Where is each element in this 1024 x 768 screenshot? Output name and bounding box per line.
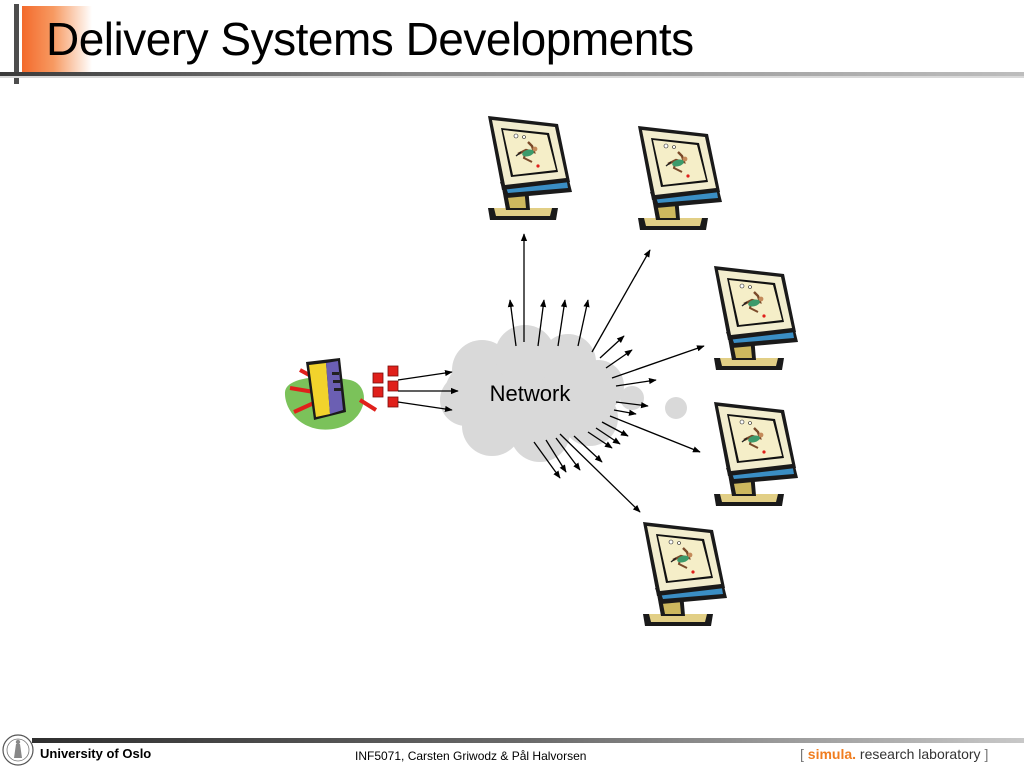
- footer-lab-dot: .: [852, 746, 857, 762]
- footer-course: INF5071, Carsten Griwodz & Pål Halvorsen: [355, 749, 587, 763]
- server-to-network-arrows: [397, 369, 459, 413]
- footer-lab-name: simula: [807, 746, 853, 762]
- footer-lab-suffix: research laboratory: [859, 746, 981, 762]
- client-monitor-4: [712, 400, 800, 508]
- footer-university: University of Oslo: [40, 746, 152, 761]
- title-accent-gradient: [22, 6, 92, 74]
- client-monitor-3: [712, 264, 800, 372]
- client-monitor-2: [636, 124, 724, 232]
- footer-lab-logo: [ simula. research laboratory ]: [800, 746, 988, 762]
- client-monitor-5: [641, 520, 729, 628]
- footer-lab-bracket-open: [: [800, 746, 804, 762]
- footer-divider: [32, 738, 1024, 743]
- client-monitor-1: [486, 114, 574, 222]
- title-underline-shadow: [0, 76, 1024, 78]
- data-packets: [372, 365, 399, 408]
- cloud-label: Network: [490, 381, 572, 406]
- server-icon: [284, 358, 378, 430]
- university-seal-icon: [2, 734, 34, 766]
- slide-title: Delivery Systems Developments: [46, 13, 694, 65]
- network-cloud: [440, 325, 687, 462]
- title-underline: [0, 72, 1024, 76]
- footer-lab-bracket-close: ]: [984, 746, 989, 762]
- title-accent-bar: [14, 4, 19, 84]
- network-outgoing-arrows: [507, 233, 705, 513]
